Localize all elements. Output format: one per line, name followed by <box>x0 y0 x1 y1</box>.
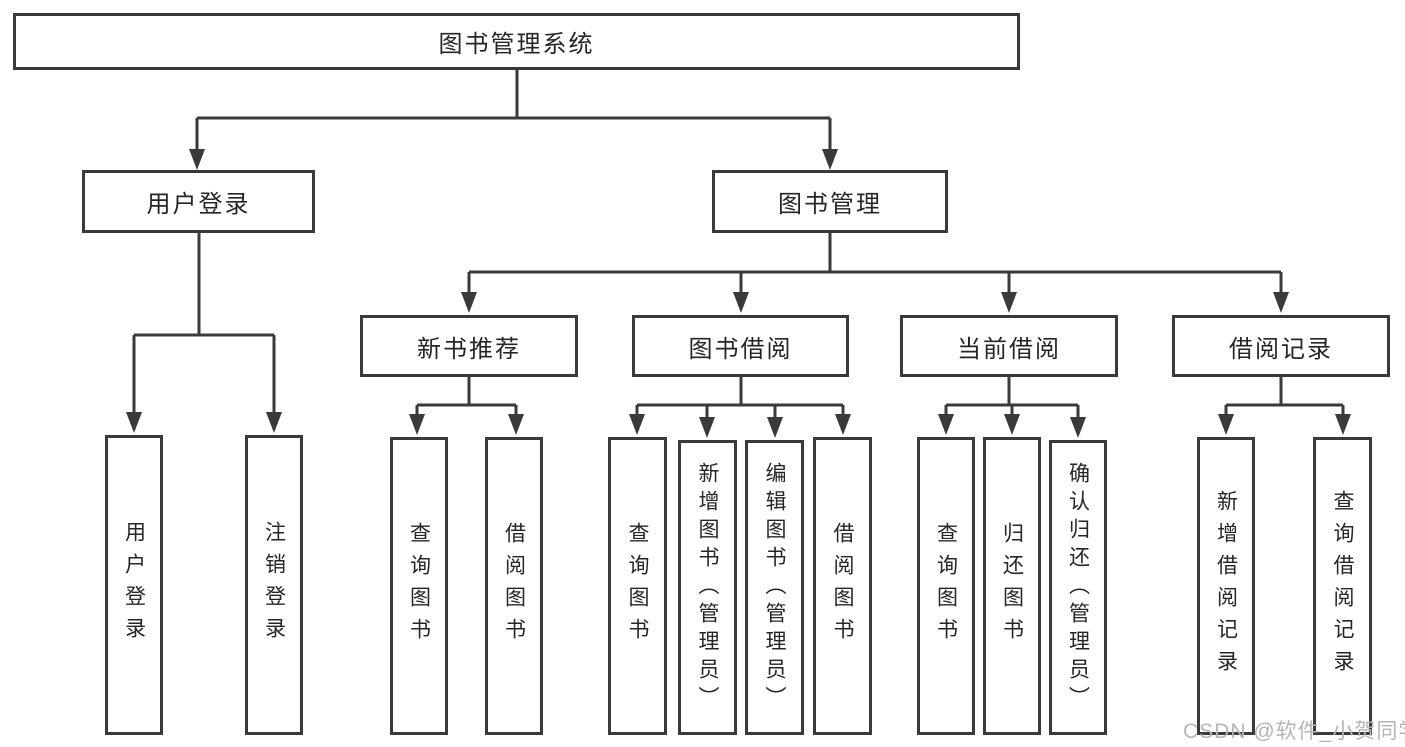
node-new-book-recommend: 新书推荐 <box>360 315 578 377</box>
leaf-logout: 注销登录 <box>245 435 303 735</box>
leaf-query-book-3: 查询图书 <box>917 437 975 735</box>
leaf-add-borrow-record: 新增借阅记录 <box>1197 437 1255 735</box>
leaf-query-book-1: 查询图书 <box>390 437 448 735</box>
node-user-login: 用户登录 <box>82 170 315 233</box>
leaf-borrow-book-2: 借阅图书 <box>813 437 872 735</box>
leaf-borrow-book-1: 借阅图书 <box>485 437 543 735</box>
node-book-borrow: 图书借阅 <box>632 315 849 377</box>
csdn-watermark: CSDN @软件_小贺同学 <box>1183 720 1405 743</box>
node-root: 图书管理系统 <box>13 13 1020 70</box>
leaf-edit-book-admin: 编辑图书（管理员） <box>745 440 804 735</box>
node-borrow-records: 借阅记录 <box>1172 315 1390 377</box>
leaf-user-login: 用户登录 <box>105 435 163 735</box>
leaf-add-book-admin: 新增图书（管理员） <box>678 440 737 735</box>
leaf-confirm-return-admin: 确认归还（管理员） <box>1049 440 1107 735</box>
leaf-query-borrow-record: 查询借阅记录 <box>1313 437 1372 735</box>
leaf-query-book-2: 查询图书 <box>608 437 667 735</box>
node-current-borrow: 当前借阅 <box>900 315 1118 377</box>
leaf-return-book: 归还图书 <box>983 437 1041 735</box>
node-book-management: 图书管理 <box>712 170 948 233</box>
